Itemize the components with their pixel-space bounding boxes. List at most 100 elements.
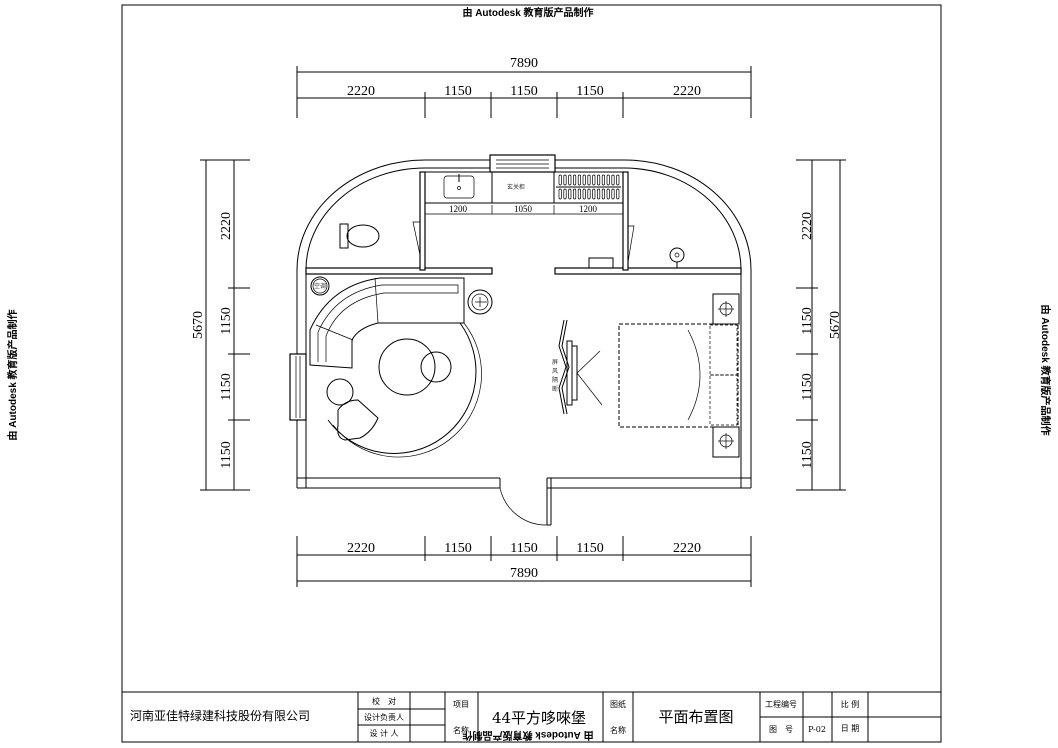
air-conditioner-label: 空调 xyxy=(314,282,326,290)
drawing-label: 图纸 xyxy=(610,699,626,709)
right-dim-2: 1150 xyxy=(800,307,815,334)
shoe-slot xyxy=(573,174,577,186)
shoe-slot xyxy=(558,188,562,200)
scale-label: 比 例 xyxy=(841,699,860,709)
air-conditioner: 空调 xyxy=(310,276,330,296)
top-dim-4: 1150 xyxy=(576,84,603,99)
lounge-chair xyxy=(337,399,379,441)
drawing-frame xyxy=(121,4,942,743)
project-label: 项目 xyxy=(453,700,469,709)
shoe-slot xyxy=(606,188,610,200)
shoe-slot xyxy=(582,174,586,186)
top-dimensions: 7890 2220 1150 1150 1150 2220 xyxy=(296,56,752,118)
shoe-slot xyxy=(582,188,586,200)
partition-char: 风 xyxy=(552,368,558,375)
design-lead-label: 设计负责人 xyxy=(364,712,404,722)
drawing-no: P-02 xyxy=(808,725,826,734)
shoe-slot xyxy=(592,174,596,186)
watermark-bottom: 由 Autodesk 教育版产品制作 xyxy=(462,729,593,742)
shoe-slot xyxy=(616,188,620,200)
drawing-label-2: 名称 xyxy=(610,725,626,735)
shoe-slot xyxy=(611,174,615,186)
shoe-slot xyxy=(568,174,572,186)
shoe-slot xyxy=(601,174,605,186)
left-dim-2: 1150 xyxy=(219,307,234,334)
bottom-dim-5: 2220 xyxy=(673,541,701,556)
shoe-slot xyxy=(573,188,577,200)
right-dim-4: 1150 xyxy=(800,441,815,468)
bottom-dim-1: 2220 xyxy=(347,541,375,556)
top-dim-3: 1150 xyxy=(510,84,537,99)
shoe-slot xyxy=(587,174,591,186)
project-name: 44平方哆唻堡 xyxy=(492,709,586,727)
left-window xyxy=(289,353,307,421)
shoe-slot xyxy=(611,188,615,200)
right-total-dim: 5670 xyxy=(828,311,843,339)
shoe-slot xyxy=(577,188,581,200)
right-dim-3: 1150 xyxy=(800,373,815,400)
left-dimensions: 5670 2220 1150 1150 1150 xyxy=(191,159,250,491)
bottom-dim-3: 1150 xyxy=(510,541,537,556)
top-dim-1: 2220 xyxy=(347,84,375,99)
drawing-no-label: 图 号 xyxy=(769,725,793,734)
partition-char: 隔 xyxy=(552,376,558,384)
top-window xyxy=(489,154,556,173)
screen-partition: 屏 风 隔 断 xyxy=(552,319,603,415)
designer-label: 设 计 人 xyxy=(369,728,398,738)
nightstand xyxy=(712,293,740,325)
plant-icon xyxy=(467,289,493,315)
shoe-rack xyxy=(558,174,620,200)
top-dim-5: 2220 xyxy=(673,84,701,99)
watermark-top: 由 Autodesk 教育版产品制作 xyxy=(462,6,593,19)
shoe-slot xyxy=(577,174,581,186)
check-label: 校 对 xyxy=(372,696,396,706)
stool xyxy=(420,351,452,383)
top-total-dim: 7890 xyxy=(510,56,538,71)
shoe-slot xyxy=(597,188,601,200)
shoe-slot xyxy=(558,174,562,186)
company-name: 河南亚佳特绿建科技股份有限公司 xyxy=(130,708,310,723)
watermark-left: 由 Autodesk 教育版产品制作 xyxy=(6,309,19,440)
sectional-sofa xyxy=(309,277,482,458)
shoe-slot xyxy=(616,174,620,186)
tv-cabinet-icon xyxy=(588,257,614,269)
walls xyxy=(289,154,752,526)
bottom-dimensions: 2220 1150 1150 1150 2220 7890 xyxy=(296,536,752,587)
shoe-slot xyxy=(592,188,596,200)
bottom-total-dim: 7890 xyxy=(510,566,538,581)
bed xyxy=(618,293,740,458)
project-label-2: 名称 xyxy=(453,725,469,735)
project-no-label: 工程编号 xyxy=(765,699,797,709)
left-dim-3: 1150 xyxy=(219,373,234,400)
nightstand xyxy=(712,426,740,458)
right-dim-1: 2220 xyxy=(800,212,815,240)
toilet-icon xyxy=(339,221,421,256)
title-block: 河南亚佳特绿建科技股份有限公司 校 对 设计负责人 设 计 人 项目 名称 44… xyxy=(122,691,941,742)
shoe-slot xyxy=(563,174,567,186)
right-dimensions: 5670 2220 1150 1150 1150 xyxy=(796,159,846,491)
bottom-dim-2: 1150 xyxy=(444,541,471,556)
counter-dim-2: 1050 xyxy=(514,204,533,214)
side-stool xyxy=(326,378,354,406)
drawing-name: 平面布置图 xyxy=(658,708,733,726)
left-dim-4: 1150 xyxy=(219,441,234,468)
shoe-slot xyxy=(587,188,591,200)
entry-cabinet-label: 玄关柜 xyxy=(507,183,525,191)
bottom-dim-4: 1150 xyxy=(576,541,603,556)
entry-door-swing xyxy=(499,487,548,526)
counter-dim-1: 1200 xyxy=(449,204,468,214)
partition-char: 屏 xyxy=(552,359,558,366)
shoe-slot xyxy=(563,188,567,200)
left-total-dim: 5670 xyxy=(191,311,206,339)
counter-dim-3: 1200 xyxy=(579,204,598,214)
shoe-slot xyxy=(568,188,572,200)
top-dim-2: 1150 xyxy=(444,84,471,99)
partition-char: 断 xyxy=(552,385,558,393)
watermark-right: 由 Autodesk 教育版产品制作 xyxy=(1039,304,1052,435)
entry-counter: 玄关柜 1200 1050 1200 xyxy=(424,171,624,215)
shoe-slot xyxy=(597,174,601,186)
floor-lamp-icon xyxy=(669,247,685,269)
round-table xyxy=(378,338,436,396)
shoe-slot xyxy=(606,174,610,186)
